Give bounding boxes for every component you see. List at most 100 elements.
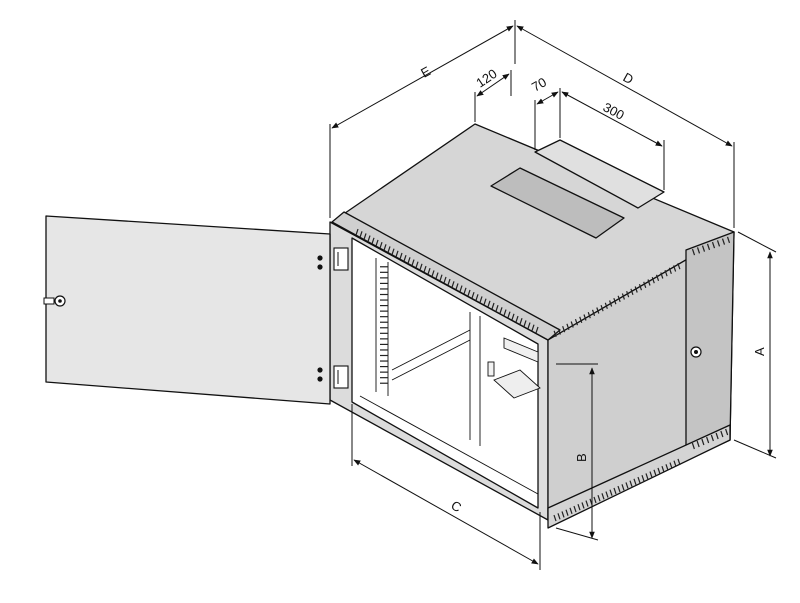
vent-slot <box>677 262 681 270</box>
vent-slot <box>511 313 515 321</box>
vent-slot <box>706 436 710 444</box>
door-panel <box>45 215 331 405</box>
door <box>43 215 331 405</box>
vent-slot <box>459 285 463 292</box>
vent-slot <box>451 281 455 288</box>
vent-slot <box>479 296 483 303</box>
vent-slot <box>574 318 579 326</box>
vent-slot <box>527 322 531 329</box>
vent-slot <box>706 243 711 251</box>
vent-slot <box>515 315 519 323</box>
vent-slot <box>661 465 665 473</box>
vent-slot <box>579 316 583 324</box>
vent-slot <box>597 494 601 502</box>
vent-slot <box>596 307 600 314</box>
vent-slot <box>657 467 661 475</box>
vent-slot <box>711 241 716 249</box>
vent-slot <box>573 505 577 513</box>
vent-slot <box>591 309 596 317</box>
vent-slot <box>375 239 379 247</box>
vent-slot <box>710 434 714 442</box>
hinge-upper <box>317 247 349 271</box>
vent-slot <box>447 278 451 286</box>
vent-slot <box>613 297 617 305</box>
vent-slot <box>427 268 431 275</box>
vent-slot <box>455 283 459 290</box>
vent-slot <box>696 247 701 254</box>
vent-slot <box>604 302 608 310</box>
vent-slot <box>677 458 681 466</box>
vent-slot <box>491 302 495 310</box>
vent-slot <box>577 504 581 511</box>
vent-slot <box>609 489 613 496</box>
vent-slot <box>570 321 574 328</box>
vent-slot <box>439 274 443 281</box>
vent-slot <box>634 286 638 293</box>
front-top-lip <box>331 211 561 341</box>
vent-slot <box>463 287 467 294</box>
dimension-label-300: 300 <box>601 99 627 122</box>
vent-slot <box>668 267 672 275</box>
vent-slot <box>557 328 561 335</box>
vent-slot <box>503 309 507 316</box>
vent-slot <box>673 460 677 467</box>
dimension-lines <box>329 20 777 570</box>
vent-slot <box>641 475 645 482</box>
vent-slot <box>665 464 669 471</box>
vent-slot <box>399 252 403 260</box>
vent-slot <box>621 293 625 300</box>
hinge-lower <box>317 365 349 389</box>
vent-slot <box>645 473 649 480</box>
vent-slot <box>566 323 570 331</box>
vent-slot <box>565 509 569 516</box>
vent-slot <box>633 478 637 486</box>
dimension-label-a: A <box>752 347 767 356</box>
vent-slot <box>583 314 587 321</box>
vent-slot <box>673 265 677 272</box>
door-lock-icon <box>43 295 66 307</box>
vent-slot <box>431 270 435 277</box>
vent-slot <box>487 300 491 308</box>
vent-slot <box>701 245 706 252</box>
vent-slot <box>443 276 447 284</box>
vent-slot <box>585 500 589 507</box>
vent-slot <box>716 240 721 247</box>
vent-slot <box>629 480 633 487</box>
vent-slot <box>726 236 731 244</box>
vent-slot <box>617 295 621 303</box>
vent-slot <box>605 491 609 498</box>
vent-slot <box>613 487 617 495</box>
vent-slot <box>587 311 591 319</box>
vent-slot <box>553 514 557 522</box>
vent-slot <box>701 438 705 446</box>
vent-slot <box>649 471 653 478</box>
interior-details <box>359 258 541 495</box>
vent-slot <box>387 246 391 253</box>
dimension-label-b: B <box>574 453 589 462</box>
vent-slot <box>423 265 427 273</box>
vent-slot <box>467 289 471 297</box>
vent-slot <box>660 272 664 279</box>
vent-slot <box>363 233 367 240</box>
vent-slot <box>507 311 511 318</box>
vent-slot <box>691 442 695 450</box>
vent-slot <box>415 261 419 268</box>
vent-slot <box>725 428 729 436</box>
dimension-label-c: C <box>449 498 464 516</box>
vent-slot <box>655 274 660 282</box>
vent-slot <box>531 324 535 331</box>
vent-slot <box>407 257 411 264</box>
vent-slot <box>519 318 523 325</box>
vent-slot <box>371 237 375 244</box>
vent-slots <box>355 228 731 522</box>
vent-slot <box>523 320 527 327</box>
vent-slot <box>495 304 499 312</box>
vent-slot <box>475 294 479 301</box>
vent-slot <box>653 469 657 476</box>
vent-slot <box>691 248 696 256</box>
vent-slot <box>553 330 557 338</box>
vent-slot <box>696 440 700 448</box>
dimension-label-120: 120 <box>473 66 499 91</box>
